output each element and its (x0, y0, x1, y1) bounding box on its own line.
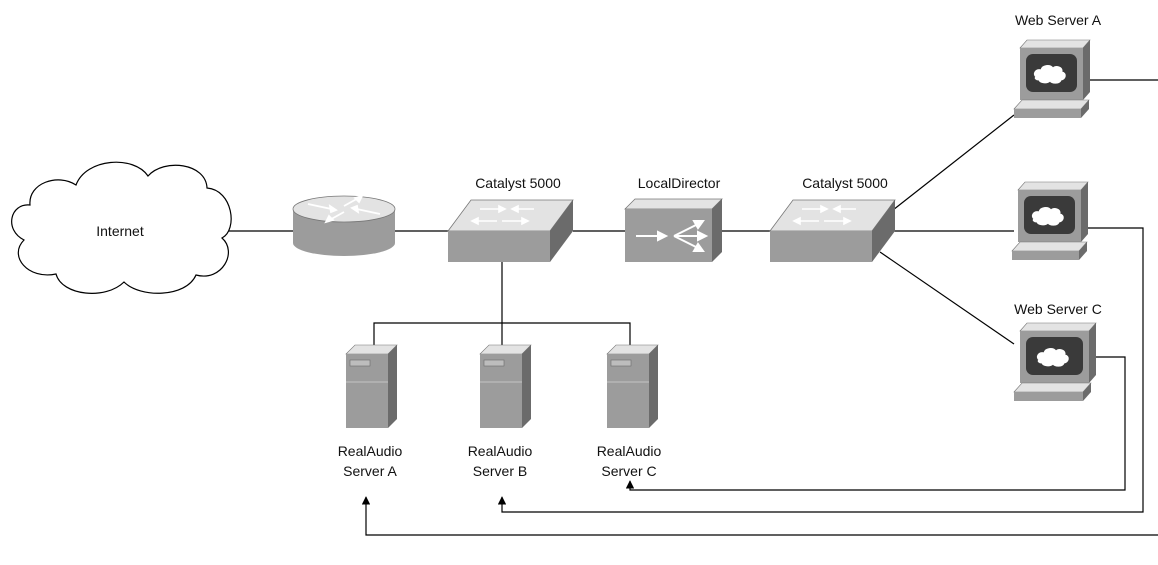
catalyst-left-label: Catalyst 5000 (475, 175, 561, 191)
catalyst-left-switch-icon: Catalyst 5000 (447, 175, 574, 262)
realaudio-server-c-tower-icon: RealAudio Server C (597, 344, 662, 479)
realaudio-server-c-label-line2: Server C (601, 463, 656, 479)
realaudio-server-c-label-line1: RealAudio (597, 443, 662, 459)
catalyst-right-label: Catalyst 5000 (802, 175, 888, 191)
return-path-web-b-to-realaudio-b (497, 227, 1144, 513)
localdirector-label: LocalDirector (638, 175, 721, 191)
router-icon (292, 194, 396, 256)
localdirector-load-balancer-icon: LocalDirector (624, 175, 723, 262)
realaudio-server-a-label-line1: RealAudio (338, 443, 403, 459)
link-catalyst-right-web-a (892, 114, 1015, 211)
web-server-c-workstation-icon: Web Server C (1013, 301, 1102, 401)
return-paths (361, 79, 1158, 536)
web-server-a-label: Web Server A (1015, 12, 1102, 28)
realaudio-server-b-label-line1: RealAudio (468, 443, 533, 459)
realaudio-server-b-label-line2: Server B (473, 463, 527, 479)
web-server-c-label: Web Server C (1014, 301, 1102, 317)
web-server-b-workstation-icon (1011, 181, 1089, 260)
realaudio-server-a-tower-icon: RealAudio Server A (338, 344, 403, 479)
realaudio-server-b-tower-icon: RealAudio Server B (468, 344, 533, 479)
connections (228, 114, 1015, 345)
realaudio-server-a-label-line2: Server A (343, 463, 397, 479)
link-catalyst-right-web-c (879, 251, 1015, 345)
internet-cloud-icon: Internet (11, 161, 232, 294)
return-path-web-c-to-realaudio-c (625, 356, 1126, 491)
catalyst-right-switch-icon: Catalyst 5000 (769, 175, 896, 262)
internet-label: Internet (96, 223, 144, 239)
web-server-a-workstation-icon: Web Server A (1013, 12, 1102, 118)
return-path-to-realaudio-a (361, 496, 1158, 536)
